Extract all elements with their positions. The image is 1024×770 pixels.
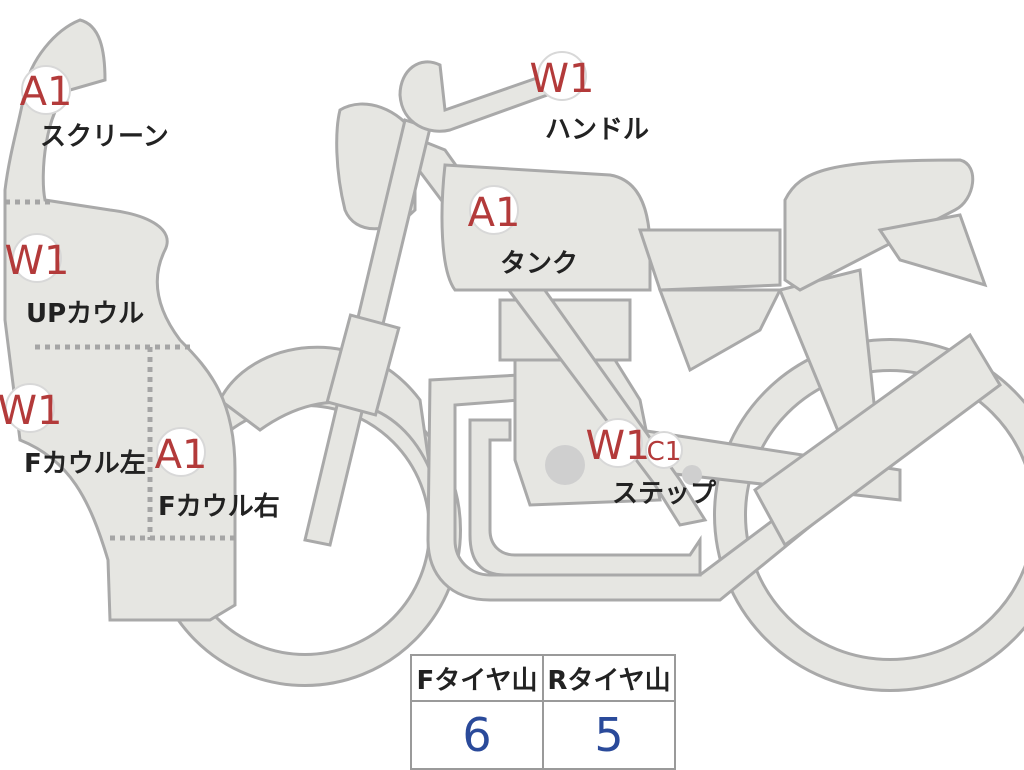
- muffler: [753, 332, 1002, 548]
- tank-grade: A1: [468, 190, 521, 236]
- front-tire-header: Fタイヤ山: [410, 654, 544, 702]
- f-cowl-left-label: Fカウル左: [24, 449, 146, 479]
- rear-tire-value: 5: [542, 700, 676, 770]
- rear-tire-header: Rタイヤ山: [542, 654, 676, 702]
- f-cowl-left-grade: W1: [0, 388, 63, 434]
- screen-label: スクリーン: [40, 122, 169, 152]
- tire-tread-value-row: 6 5: [410, 700, 676, 770]
- screen-annotation: A1 スクリーン: [20, 65, 169, 152]
- engine: [498, 298, 702, 507]
- tank-label: タンク: [500, 249, 578, 279]
- f-cowl-right-label: Fカウル右: [158, 492, 280, 522]
- rear-cowl: [877, 213, 988, 288]
- f-cowl-right-grade: A1: [155, 432, 208, 478]
- step-annotation: W1 C1 ステップ: [586, 418, 717, 509]
- rear-wheel: [713, 338, 1024, 692]
- handle-grade: W1: [530, 56, 595, 102]
- up-cowl-grade: W1: [5, 238, 70, 284]
- exhaust-pipe-inner: [468, 418, 702, 577]
- screen-grade: A1: [20, 69, 73, 115]
- up-cowl-annotation: W1 UPカウル: [5, 233, 144, 329]
- up-cowl-label: UPカウル: [26, 299, 144, 329]
- front-tire-value: 6: [410, 700, 544, 770]
- tire-tread-table: Fタイヤ山 Rタイヤ山 6 5: [410, 654, 676, 770]
- side-panel: [657, 288, 783, 373]
- seat: [637, 228, 782, 292]
- step-label: ステップ: [612, 479, 717, 509]
- step-grade-secondary: C1: [647, 437, 682, 467]
- handle-label: ハンドル: [545, 115, 649, 145]
- handle-annotation: W1 ハンドル: [530, 51, 649, 145]
- rear-seat: [783, 158, 975, 292]
- tank-annotation: A1 タンク: [468, 185, 578, 279]
- tire-tread-header-row: Fタイヤ山 Rタイヤ山: [410, 654, 676, 702]
- f-cowl-right-annotation: A1 Fカウル右: [155, 427, 280, 522]
- f-cowl-left-annotation: W1 Fカウル左: [0, 383, 146, 479]
- step-grade: W1: [586, 423, 651, 469]
- fork-clamp: [325, 313, 401, 417]
